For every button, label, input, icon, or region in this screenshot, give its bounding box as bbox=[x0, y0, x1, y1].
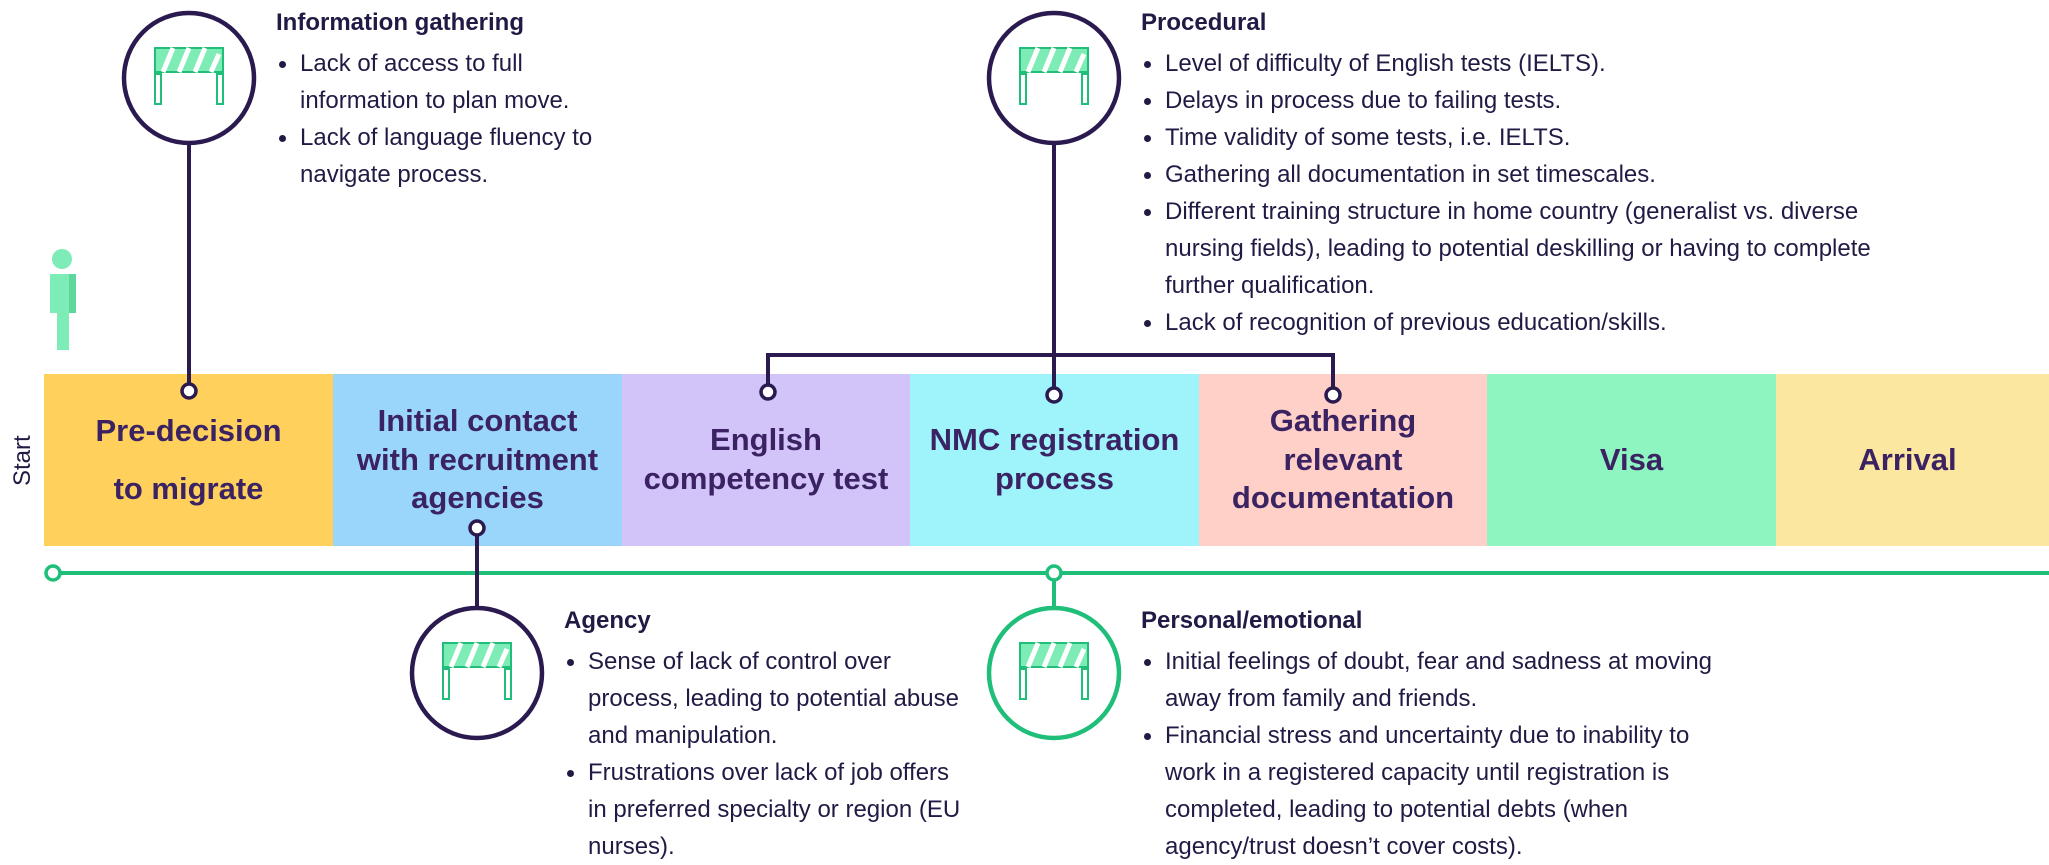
stage-band-5 bbox=[1199, 374, 1487, 546]
callout-list: Initial feelings of doubt, fear and sadn… bbox=[1141, 643, 1741, 865]
stage-band-6 bbox=[1487, 374, 1776, 546]
callout-list: Sense of lack of control over process, l… bbox=[564, 643, 964, 865]
start-label: Start bbox=[9, 435, 36, 486]
stage-band-3 bbox=[622, 374, 910, 546]
list-item: Financial stress and uncertainty due to … bbox=[1141, 717, 1741, 865]
stage-nmc-registration: NMC registration process bbox=[910, 374, 1199, 546]
barrier-icon bbox=[121, 10, 257, 146]
stage-label: NMC registration process bbox=[929, 422, 1180, 496]
stage-label: Initial contact with recruitment agencie… bbox=[356, 402, 599, 516]
stage-pre-decision: Pre-decision to migrate bbox=[44, 374, 333, 546]
stage-band-7 bbox=[1776, 374, 2049, 546]
list-item: Different training structure in home cou… bbox=[1141, 193, 1931, 304]
callout-procedural: Procedural Level of difficulty of Englis… bbox=[1141, 8, 1931, 341]
stage-label: Arrival bbox=[1858, 441, 1957, 477]
list-item: Delays in process due to failing tests. bbox=[1141, 82, 1931, 119]
barrier-icon bbox=[986, 605, 1122, 741]
list-item: Frustrations over lack of job offers in … bbox=[564, 754, 964, 865]
procedural-connector bbox=[759, 145, 1342, 404]
information-connector bbox=[180, 145, 198, 400]
stage-gathering-documentation: Gathering relevant documentation bbox=[1199, 374, 1487, 546]
callout-title: Personal/emotional bbox=[1141, 607, 1363, 634]
list-item: Level of difficulty of English tests (IE… bbox=[1141, 45, 1931, 82]
callout-title: Procedural bbox=[1141, 9, 1267, 36]
callout-title: Information gathering bbox=[276, 9, 524, 36]
list-item: Lack of recognition of previous educatio… bbox=[1141, 304, 1931, 341]
agency-connector bbox=[468, 519, 486, 608]
callout-personal-emotional: Personal/emotional Initial feelings of d… bbox=[1141, 606, 1741, 865]
stage-label: English competency test bbox=[643, 422, 889, 496]
stage-initial-contact: Initial contact with recruitment agencie… bbox=[333, 374, 622, 546]
timeline bbox=[44, 564, 2049, 608]
callout-information-gathering: Information gathering Lack of access to … bbox=[276, 8, 636, 193]
stage-label: Pre-decision to migrate bbox=[95, 413, 282, 506]
callout-list: Lack of access to full information to pl… bbox=[276, 45, 636, 193]
stage-arrival: Arrival bbox=[1776, 374, 2049, 546]
person-icon bbox=[50, 249, 76, 350]
stage-band-2 bbox=[333, 374, 622, 546]
stage-visa: Visa bbox=[1487, 374, 1776, 546]
list-item: Time validity of some tests, i.e. IELTS. bbox=[1141, 119, 1931, 156]
barrier-icon bbox=[409, 605, 545, 741]
list-item: Gathering all documentation in set times… bbox=[1141, 156, 1931, 193]
stage-band-1 bbox=[44, 374, 333, 546]
list-item: Lack of language fluency to navigate pro… bbox=[276, 119, 636, 193]
stage-english-test: English competency test bbox=[622, 374, 910, 546]
list-item: Sense of lack of control over process, l… bbox=[564, 643, 964, 754]
callout-list: Level of difficulty of English tests (IE… bbox=[1141, 45, 1931, 341]
list-item: Lack of access to full information to pl… bbox=[276, 45, 636, 119]
list-item: Initial feelings of doubt, fear and sadn… bbox=[1141, 643, 1741, 717]
stage-label: Visa bbox=[1599, 441, 1664, 477]
barrier-icon bbox=[986, 10, 1122, 146]
callout-title: Agency bbox=[564, 607, 651, 634]
callout-agency: Agency Sense of lack of control over pro… bbox=[564, 606, 964, 865]
stage-label: Gathering relevant documentation bbox=[1231, 402, 1455, 516]
